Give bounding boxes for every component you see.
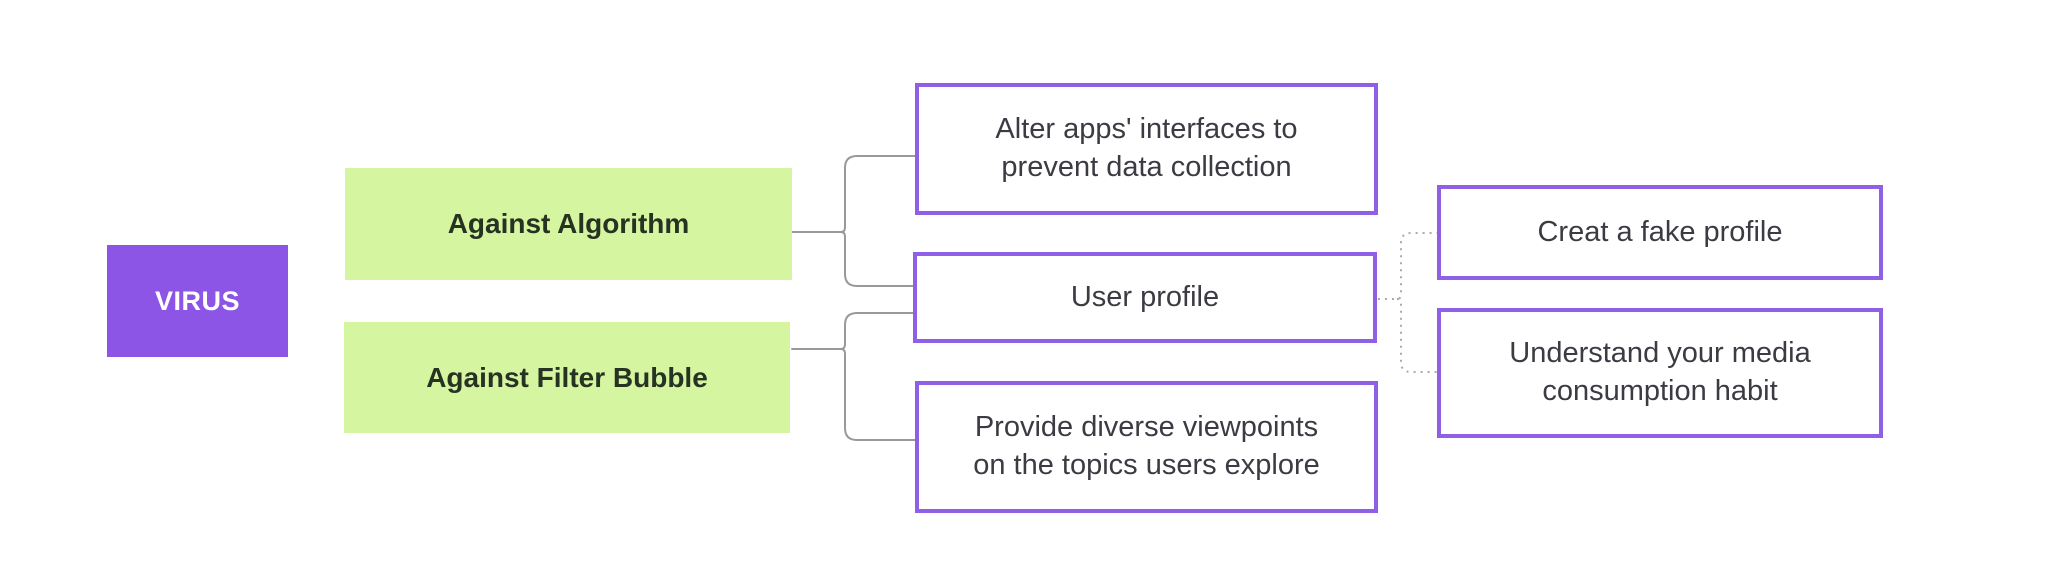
connector-user-profile xyxy=(1378,232,1438,373)
node-understand-media-habit[interactable]: Understand your media consumption habit xyxy=(1437,308,1883,438)
node-against-algorithm[interactable]: Against Algorithm xyxy=(345,168,792,280)
node-against-algorithm-label: Against Algorithm xyxy=(447,208,690,239)
node-create-fake-profile-label: Creat a fake profile xyxy=(1537,215,1783,248)
node-virus[interactable]: VIRUS xyxy=(107,245,288,357)
connector-against-algorithm xyxy=(791,155,917,287)
node-against-filter-bubble[interactable]: Against Filter Bubble xyxy=(344,322,790,433)
node-virus-label: VIRUS xyxy=(154,285,241,316)
node-user-profile-label: User profile xyxy=(1070,280,1220,313)
node-against-filter-bubble-label: Against Filter Bubble xyxy=(426,361,708,393)
node-create-fake-profile[interactable]: Creat a fake profile xyxy=(1437,185,1883,280)
node-provide-diverse-viewpoints[interactable]: Provide diverse viewpoints on the topics… xyxy=(915,381,1378,513)
connector-against-filter-bubble xyxy=(791,312,917,441)
node-alter-apps-interfaces[interactable]: Alter apps' interfaces to prevent data c… xyxy=(915,83,1378,215)
node-alter-apps-interfaces-label: Alter apps' interfaces to prevent data c… xyxy=(995,113,1298,183)
node-provide-diverse-viewpoints-label: Provide diverse viewpoints on the topics… xyxy=(973,411,1320,481)
node-understand-media-habit-label: Understand your media consumption habit xyxy=(1509,337,1811,407)
node-user-profile[interactable]: User profile xyxy=(913,252,1377,343)
